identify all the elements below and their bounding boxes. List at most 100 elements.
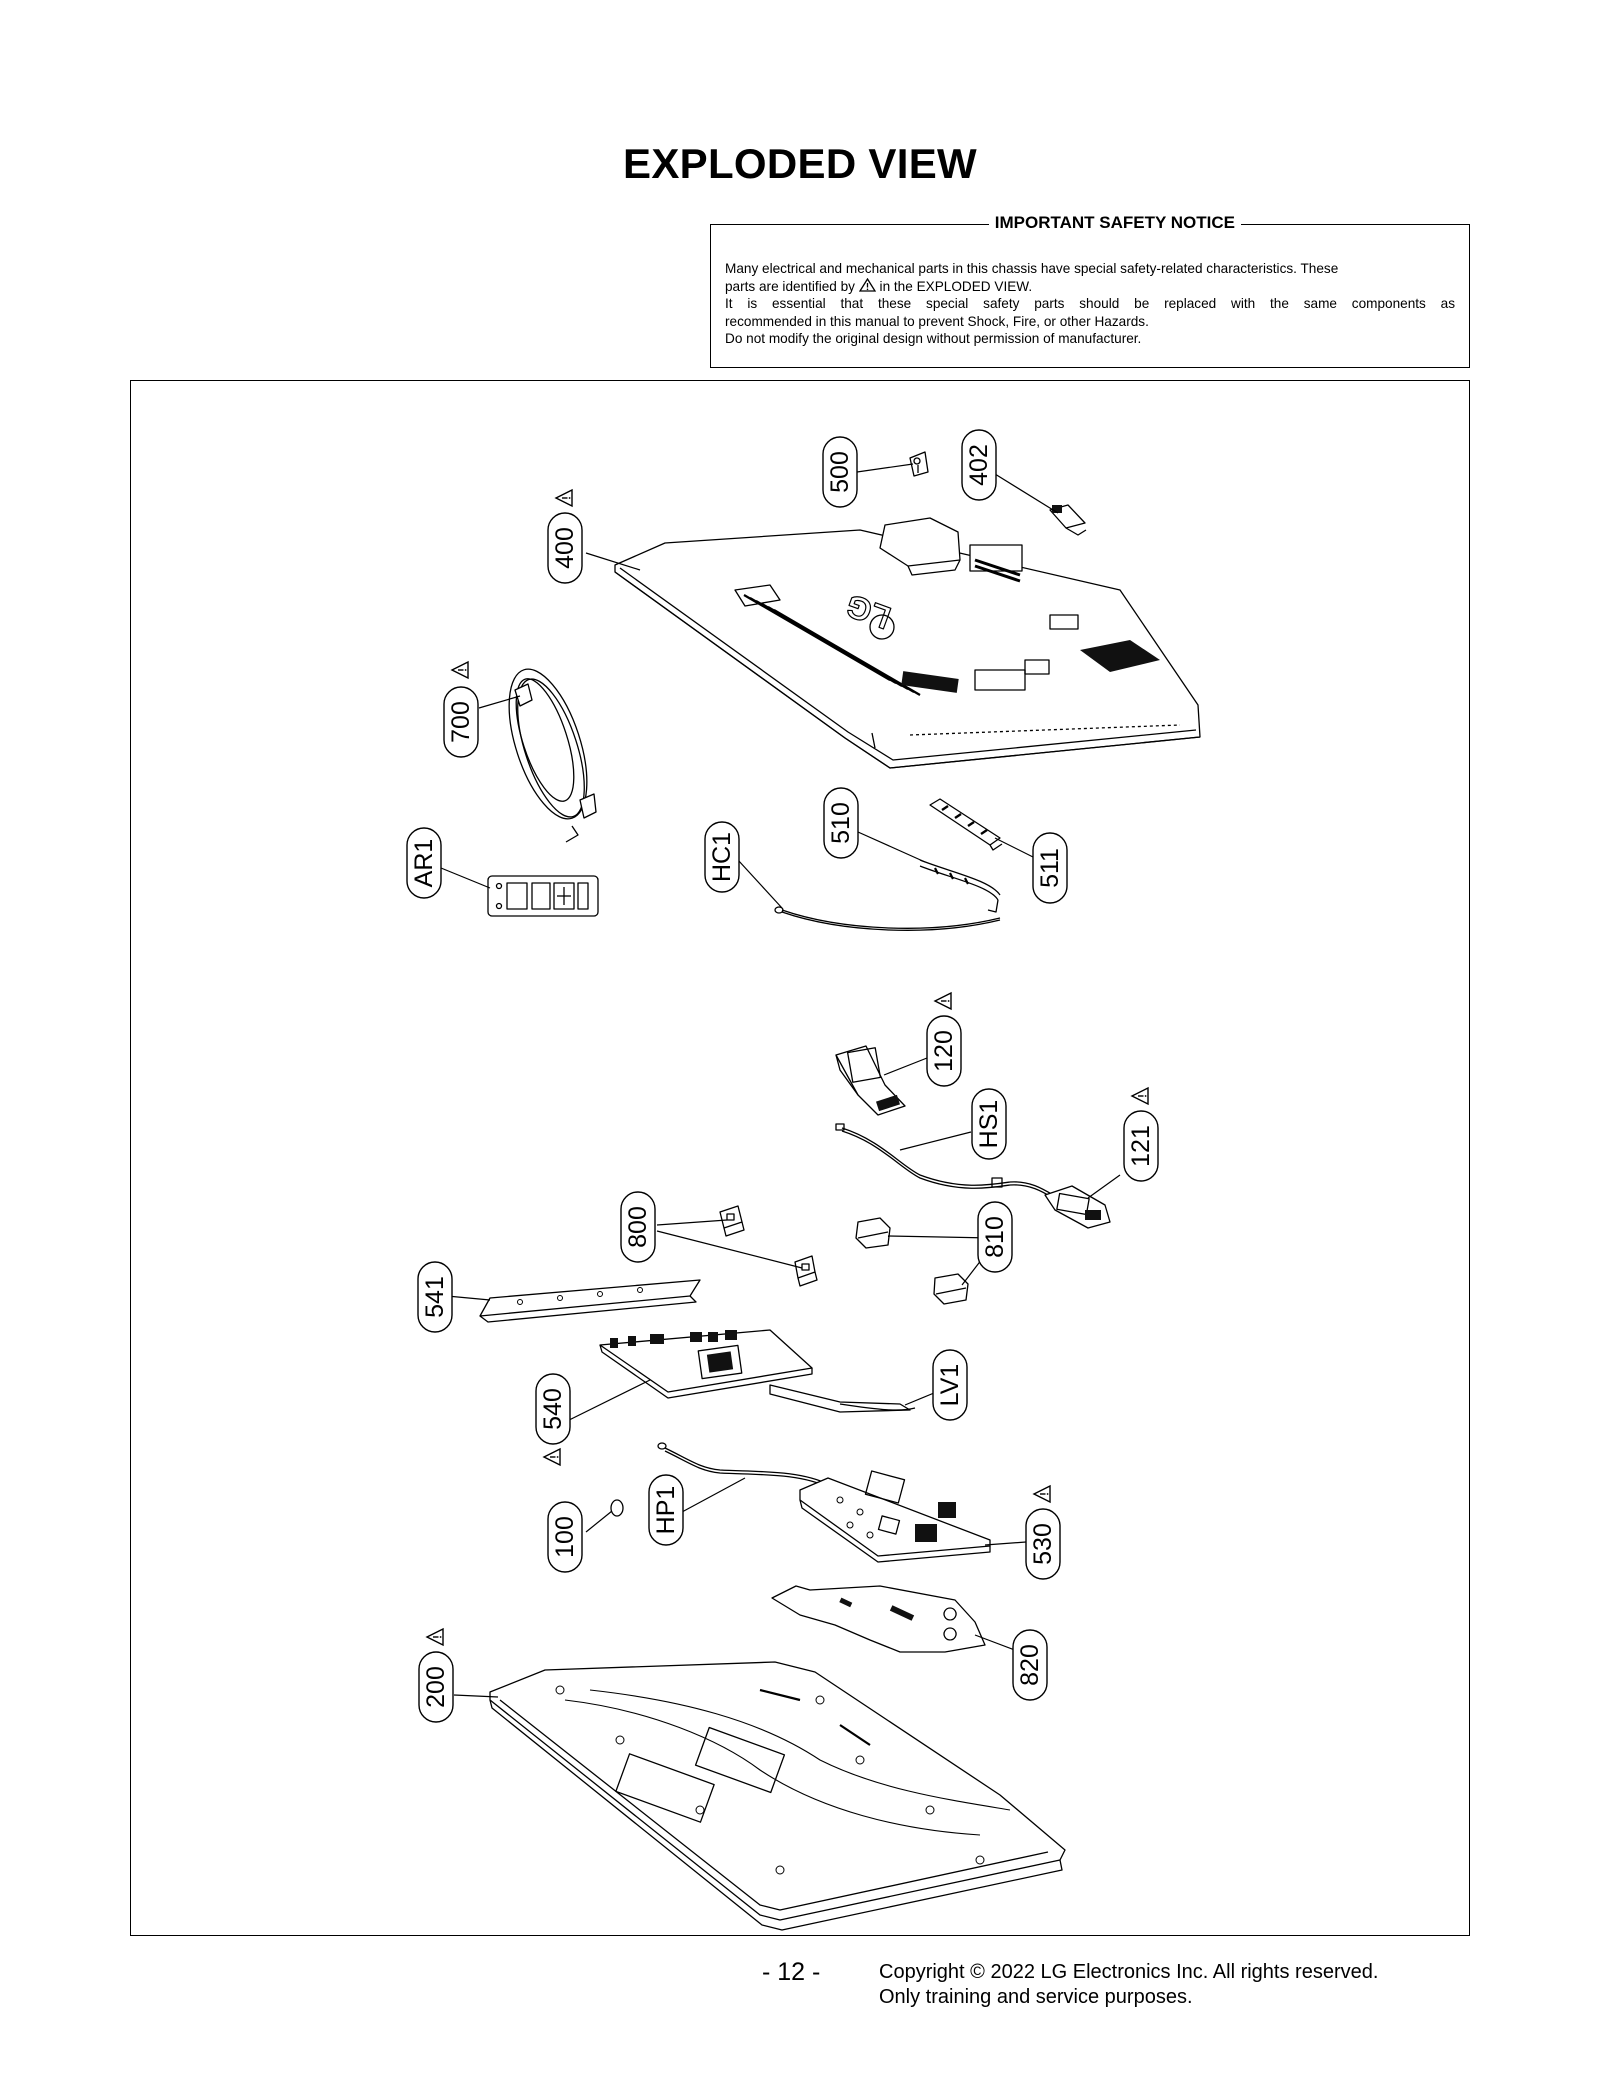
callout-500: 500: [822, 436, 858, 508]
page-title: EXPLODED VIEW: [623, 140, 977, 187]
callout-number: AR1: [410, 839, 438, 888]
part-511-key-board: [929, 798, 1003, 851]
part-100-washer: [610, 1499, 624, 1517]
part-120-speaker: [835, 1045, 906, 1116]
part-hp1-cable: [657, 1442, 831, 1489]
notice-line: Many electrical and mechanical parts in …: [725, 261, 1339, 276]
callout-pill: [823, 787, 859, 859]
part-200-module: [489, 1661, 1066, 1931]
part-530-power-board: [799, 1470, 991, 1563]
callout-540: 540: [535, 1373, 571, 1445]
callout-810: 810: [977, 1201, 1013, 1273]
warning-triangle-icon: [1033, 1485, 1051, 1503]
callout-pill: [535, 1373, 571, 1445]
callout-511: 511: [1032, 832, 1068, 904]
page-number: - 12 -: [762, 1958, 821, 1986]
callout-541: 541: [417, 1261, 453, 1333]
callout-700: 700: [443, 686, 479, 758]
callout-pill: [961, 429, 997, 501]
callout-pill: [547, 1501, 583, 1573]
warning-triangle-icon: [555, 489, 573, 507]
callout-pill: [971, 1088, 1007, 1160]
part-lv1-cable: [839, 1403, 916, 1411]
part-hc1-cable: [774, 906, 1001, 931]
copyright-line: Copyright © 2022 LG Electronics Inc. All…: [879, 1961, 1379, 1983]
callout-pill: [547, 512, 583, 584]
callout-number: 120: [930, 1030, 958, 1072]
callout-hs1: HS1: [971, 1088, 1007, 1160]
callout-pill: [932, 1349, 968, 1421]
copyright-notice: Copyright © 2022 LG Electronics Inc. All…: [879, 1960, 1378, 2010]
part-400-back-cover: LG: [614, 517, 1201, 769]
callout-120: 120: [926, 1015, 962, 1087]
notice-line: parts are identified by in the EXPLODED …: [725, 277, 1455, 296]
callout-hp1: HP1: [648, 1474, 684, 1546]
callout-820: 820: [1012, 1629, 1048, 1701]
callout-number: 100: [551, 1516, 579, 1558]
notice-line: Do not modify the original design withou…: [725, 331, 1142, 346]
part-hs1-speaker-wire: [835, 1123, 1071, 1207]
notice-line: recommended in this manual to prevent Sh…: [725, 313, 1149, 329]
callout-510: 510: [823, 787, 859, 859]
leader-lines: [440, 463, 1121, 1698]
callout-402: 402: [961, 429, 997, 501]
callout-pill: [1123, 1110, 1159, 1182]
callout-number: 500: [826, 451, 854, 493]
callout-hc1: HC1: [704, 821, 740, 893]
callout-100: 100: [547, 1501, 583, 1573]
callout-lv1: LV1: [932, 1349, 968, 1421]
callout-ar1: AR1: [406, 827, 442, 899]
callout-121: 121: [1123, 1110, 1159, 1182]
callout-number: LV1: [936, 1364, 964, 1407]
callout-pill: [406, 827, 442, 899]
callout-number: 530: [1029, 1523, 1057, 1565]
callout-pill: [443, 686, 479, 758]
part-700-power-cord: [508, 668, 597, 843]
part-541-bracket: [479, 1279, 701, 1323]
callout-pill: [418, 1651, 454, 1723]
callout-number: 540: [539, 1388, 567, 1430]
callout-number: 800: [624, 1206, 652, 1248]
callout-530: 530: [1025, 1508, 1061, 1580]
callout-pill: [1025, 1508, 1061, 1580]
warning-triangle-icon: [426, 1628, 444, 1646]
part-500-bracket: [909, 451, 929, 477]
callout-number: 820: [1016, 1644, 1044, 1686]
callout-number: 402: [965, 444, 993, 486]
callout-pill: [1012, 1629, 1048, 1701]
callout-200: 200: [418, 1651, 454, 1723]
callout-number: 511: [1036, 848, 1064, 888]
safety-notice-title: IMPORTANT SAFETY NOTICE: [988, 213, 1241, 233]
part-402-bracket: [1049, 504, 1087, 536]
callout-pill: [977, 1201, 1013, 1273]
part-800-brackets: [719, 1205, 818, 1287]
part-121-speaker: [1044, 1185, 1111, 1229]
callout-number: HS1: [975, 1100, 1003, 1149]
callout-number: HP1: [652, 1486, 680, 1535]
usage-line: Only training and service purposes.: [879, 1986, 1193, 2008]
callout-400: 400: [547, 512, 583, 584]
callout-number: 810: [981, 1216, 1009, 1258]
callout-pill: [926, 1015, 962, 1087]
part-820-insulator: [771, 1585, 986, 1653]
safety-notice-box: IMPORTANT SAFETY NOTICE Many electrical …: [710, 213, 1470, 368]
warning-triangle-icon: [1131, 1087, 1149, 1105]
safety-notice-text: Many electrical and mechanical parts in …: [725, 260, 1455, 348]
callout-number: 541: [421, 1276, 449, 1318]
callout-800: 800: [620, 1191, 656, 1263]
part-510-ir-board: [919, 859, 1001, 913]
callout-pill: [704, 821, 740, 893]
callout-number: 510: [827, 802, 855, 844]
callout-number: 700: [447, 701, 475, 743]
callout-number: 400: [551, 527, 579, 569]
notice-line: It is essential that these special safet…: [725, 296, 1455, 311]
callout-pill: [648, 1474, 684, 1546]
warning-triangle-icon: [543, 1448, 561, 1466]
callout-pill: [620, 1191, 656, 1263]
callout-pill: [822, 436, 858, 508]
callout-number: HC1: [708, 832, 736, 882]
warning-triangle-icon: [451, 661, 469, 679]
notice-line-part: in the EXPLODED VIEW.: [879, 278, 1033, 294]
part-540-main-board: [599, 1329, 911, 1413]
